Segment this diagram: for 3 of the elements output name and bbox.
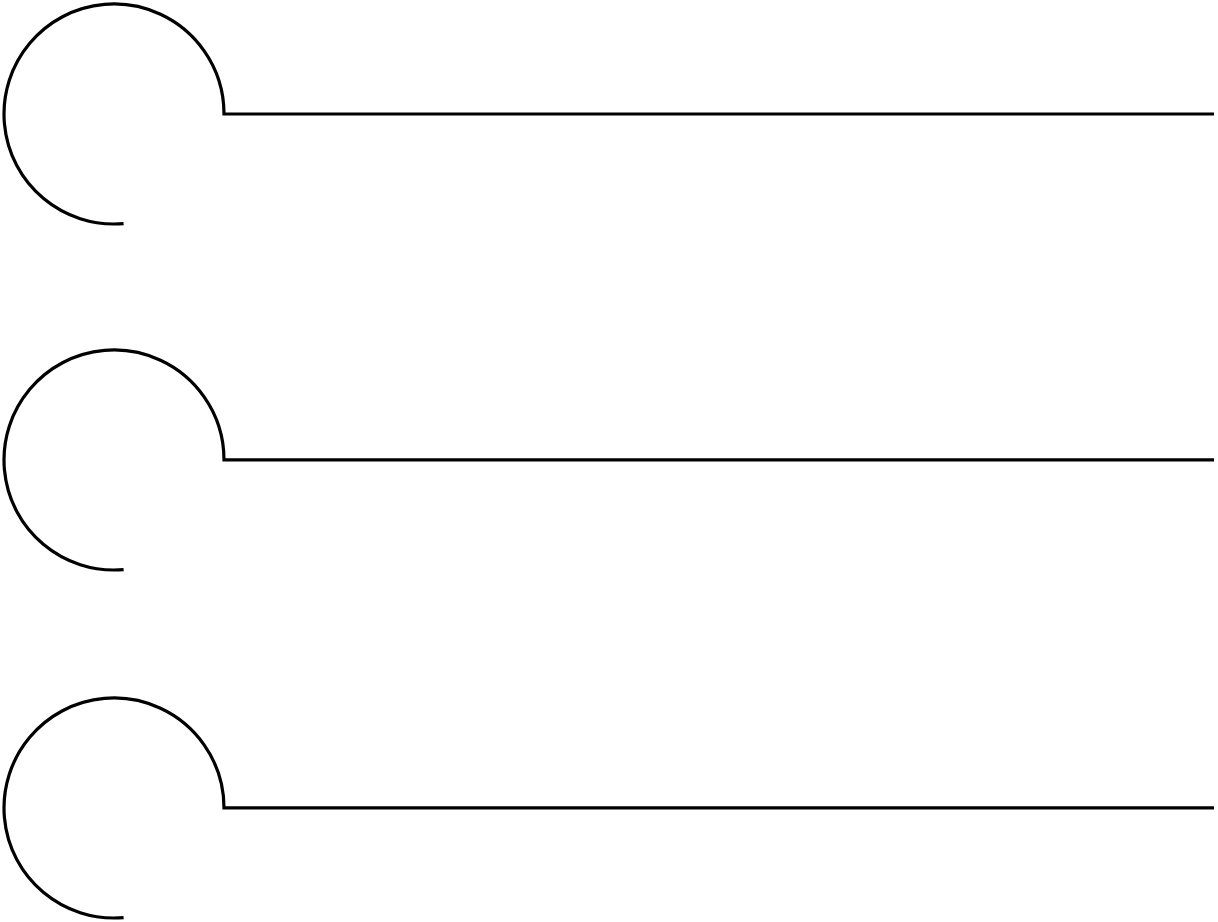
hook-line-drawing (2, 2, 1214, 226)
hook-line-drawing (2, 348, 1214, 572)
hook-line-drawing (2, 696, 1214, 920)
